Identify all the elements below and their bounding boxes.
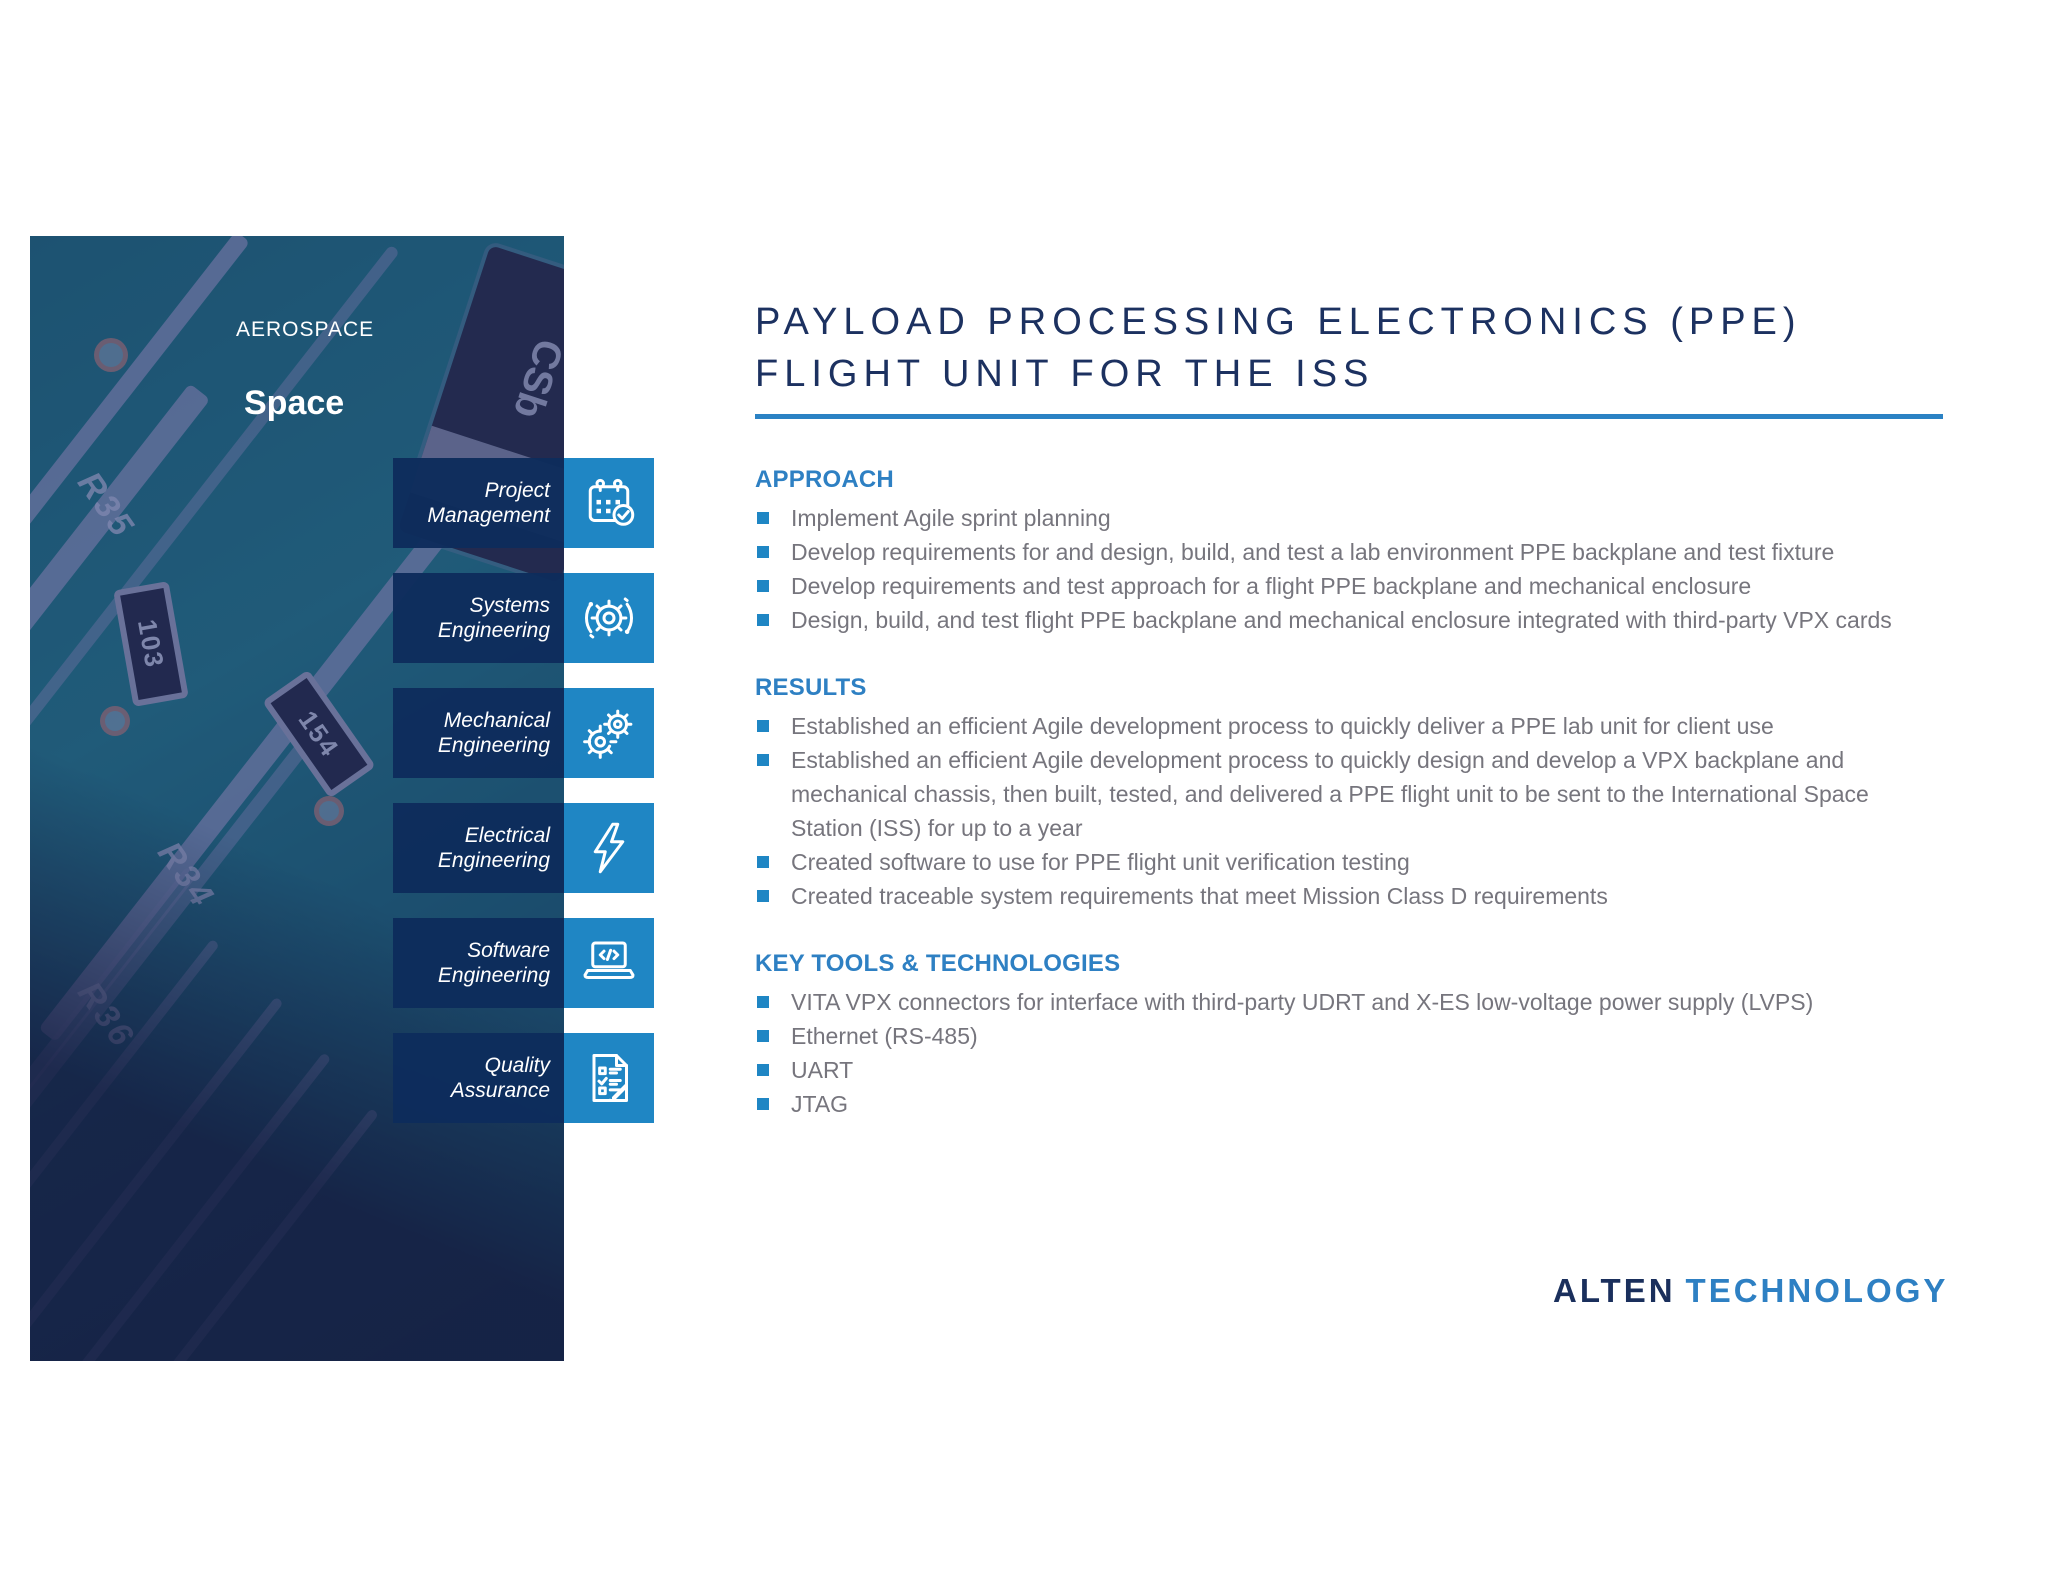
sidebar-item-label: Quality Assurance	[393, 1033, 564, 1123]
icon-box	[564, 918, 654, 1008]
sidebar-item-quality-assurance: Quality Assurance	[393, 1033, 654, 1123]
icon-box	[564, 458, 654, 548]
bullet-item: Established an efficient Agile developme…	[755, 709, 1943, 743]
page-title-line2: FLIGHT UNIT FOR THE ISS	[755, 353, 1375, 395]
bullet-item: Develop requirements and test approach f…	[755, 569, 1943, 603]
sidebar-item-label: Software Engineering	[393, 918, 564, 1008]
logo-text-technology: TECHNOLOGY	[1685, 1272, 1949, 1309]
approach-bullet-list: Implement Agile sprint planning Develop …	[755, 501, 1943, 637]
icon-box	[564, 803, 654, 893]
sidebar-item-label: Systems Engineering	[393, 573, 564, 663]
photo-blue-overlay	[30, 236, 564, 1361]
bullet-item: Created software to use for PPE flight u…	[755, 845, 1943, 879]
sidebar-item-electrical-engineering: Electrical Engineering	[393, 803, 654, 893]
photo-shadow	[30, 236, 564, 1361]
calendar-check-icon	[588, 478, 635, 526]
bullet-item: Ethernet (RS-485)	[755, 1019, 1943, 1053]
bullet-item: UART	[755, 1053, 1943, 1087]
bullet-item: Established an efficient Agile developme…	[755, 743, 1943, 845]
page-title: PAYLOAD PROCESSING ELECTRONICS (PPE) FLI…	[755, 296, 1943, 400]
sidebar-item-systems-engineering: Systems Engineering	[393, 573, 654, 663]
main-content: PAYLOAD PROCESSING ELECTRONICS (PPE) FLI…	[755, 296, 1943, 1121]
bullet-item: VITA VPX connectors for interface with t…	[755, 985, 1943, 1019]
checklist-pencil-icon	[592, 1054, 628, 1102]
icon-box	[564, 573, 654, 663]
section-heading: KEY TOOLS & TECHNOLOGIES	[755, 950, 1121, 977]
icon-box	[564, 688, 654, 778]
sidebar-item-label: Mechanical Engineering	[393, 688, 564, 778]
results-bullet-list: Established an efficient Agile developme…	[755, 709, 1943, 913]
key-tools-bullet-list: VITA VPX connectors for interface with t…	[755, 985, 1943, 1121]
domain-label: Space	[244, 384, 345, 422]
bullet-item: Develop requirements for and design, bui…	[755, 535, 1943, 569]
circuit-board-photo: 103 154 R35 R34 R36 CSb AEROSPACE Space	[30, 236, 564, 1361]
section-heading: APPROACH	[755, 466, 894, 493]
bullet-item: Implement Agile sprint planning	[755, 501, 1943, 535]
sidebar-item-mechanical-engineering: Mechanical Engineering	[393, 688, 654, 778]
section-approach: APPROACH Implement Agile sprint planning…	[755, 465, 1943, 637]
section-key-tools: KEY TOOLS & TECHNOLOGIES VITA VPX connec…	[755, 949, 1943, 1121]
bullet-item: Created traceable system requirements th…	[755, 879, 1943, 913]
gear-orbit-icon	[584, 597, 634, 639]
sidebar-item-label: Electrical Engineering	[393, 803, 564, 893]
laptop-code-icon	[583, 941, 635, 979]
bullet-item: Design, build, and test flight PPE backp…	[755, 603, 1943, 637]
sidebar-item-label: Project Management	[393, 458, 564, 548]
title-underline-rule	[755, 414, 1943, 419]
page-title-line1: PAYLOAD PROCESSING ELECTRONICS (PPE)	[755, 301, 1802, 343]
sidebar-item-project-management: Project Management	[393, 458, 654, 548]
sidebar-item-software-engineering: Software Engineering	[393, 918, 654, 1008]
section-results: RESULTS Established an efficient Agile d…	[755, 673, 1943, 913]
gears-icon	[583, 709, 633, 759]
icon-box	[564, 1033, 654, 1123]
bullet-item: JTAG	[755, 1087, 1943, 1121]
logo-text-alten: ALTEN	[1553, 1272, 1676, 1309]
lightning-bolt-icon	[593, 822, 625, 874]
section-heading: RESULTS	[755, 674, 867, 701]
category-label: AEROSPACE	[236, 318, 375, 341]
